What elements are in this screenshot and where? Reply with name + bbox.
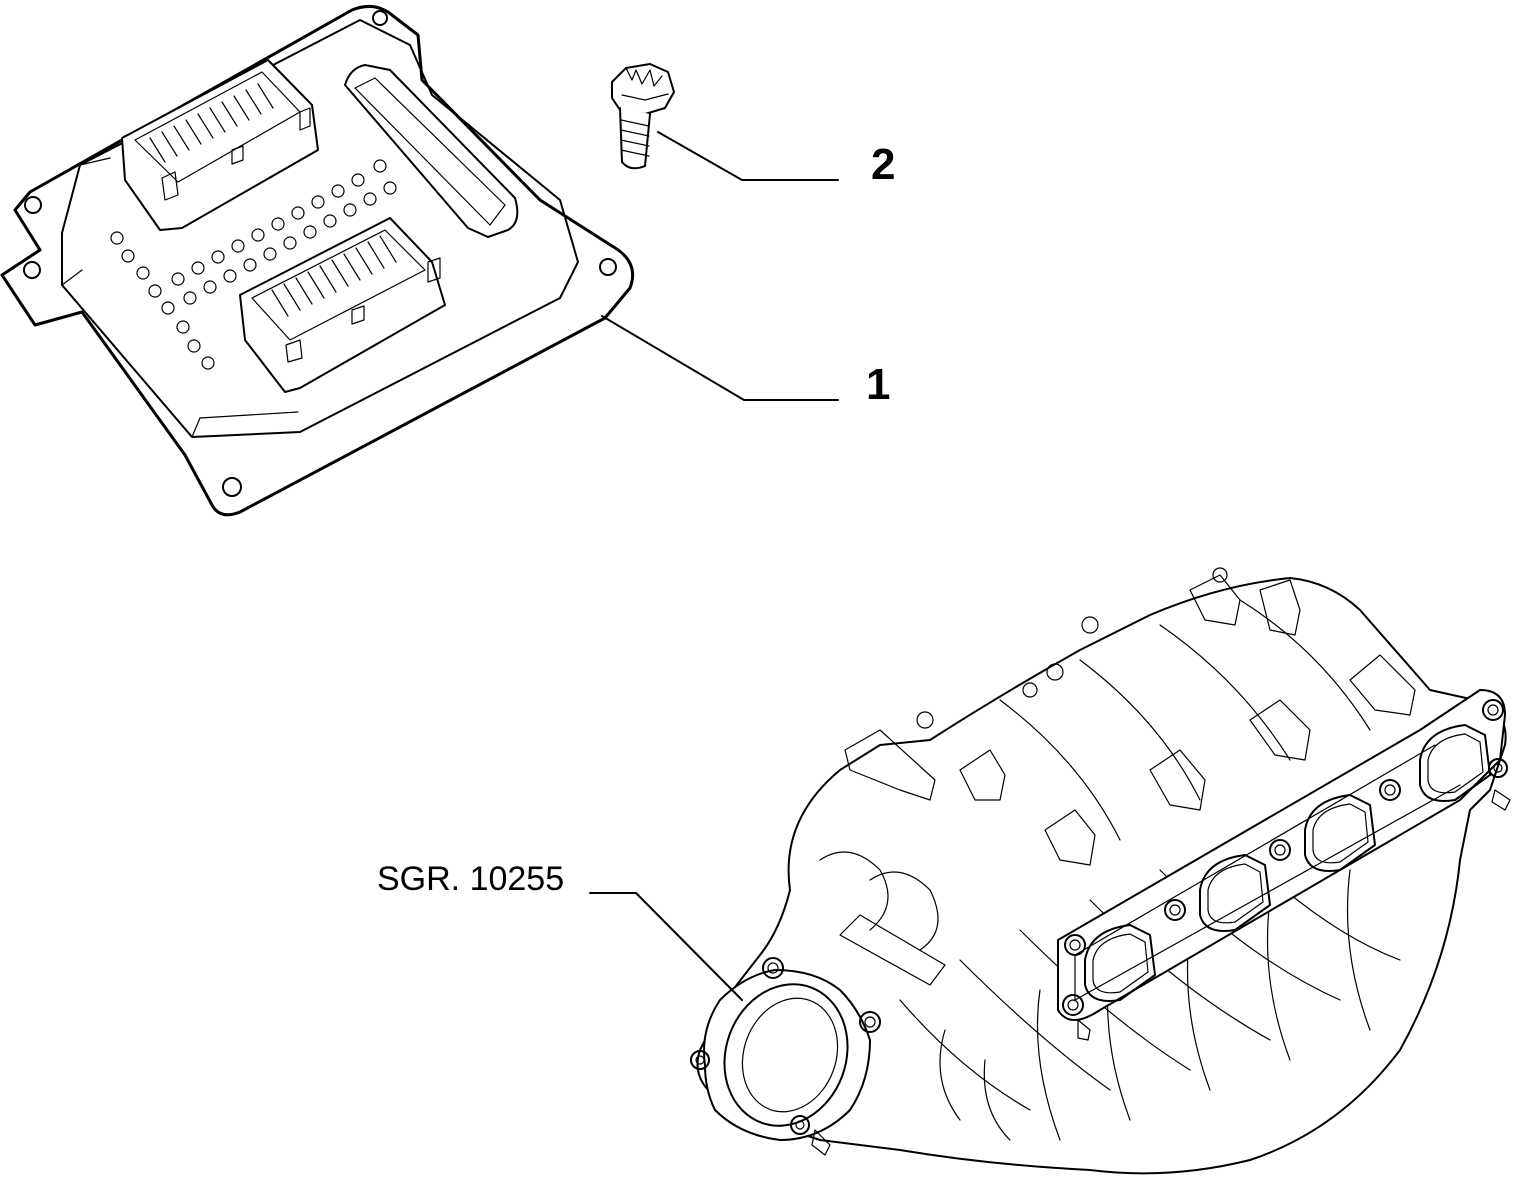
leader-line-1 bbox=[601, 315, 839, 401]
callout-1: 1 bbox=[866, 360, 891, 409]
leader-line-2 bbox=[657, 131, 839, 181]
intake-manifold-part bbox=[690, 567, 1511, 1175]
leader-lines bbox=[589, 131, 839, 1001]
leader-line-reference bbox=[589, 892, 743, 1001]
screw-part bbox=[611, 63, 675, 170]
callout-2: 2 bbox=[871, 140, 896, 189]
reference-label: SGR. 10255 bbox=[377, 860, 565, 898]
control-unit-part bbox=[0, 5, 635, 517]
